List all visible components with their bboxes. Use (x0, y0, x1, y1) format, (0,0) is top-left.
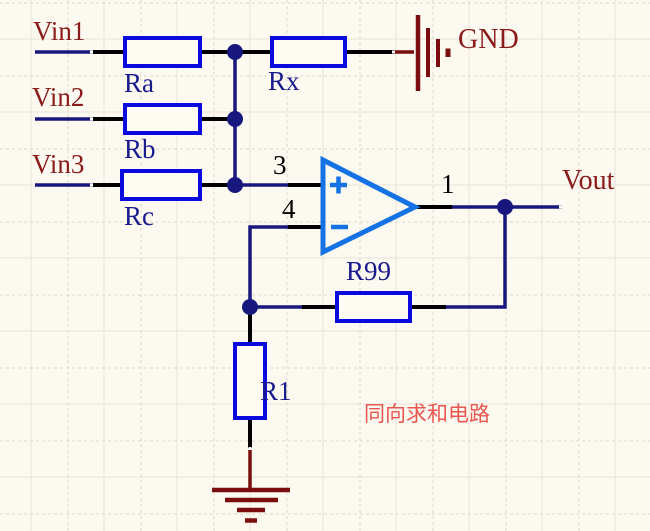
junction-dot (227, 44, 243, 60)
designator-r99[interactable]: R99 (346, 256, 392, 286)
gnd-power-port[interactable] (395, 15, 451, 91)
net-label-vin1[interactable]: Vin1 (33, 16, 86, 46)
net-label-vin2[interactable]: Vin2 (32, 82, 85, 112)
designator-ra[interactable]: Ra (124, 68, 154, 98)
designator-rb[interactable]: Rb (124, 134, 156, 164)
opamp-triangle[interactable] (320, 155, 421, 257)
resistor-ra-body[interactable] (123, 36, 202, 68)
pin-end-marker (90, 50, 93, 54)
pin-end-marker (90, 183, 93, 187)
pin-end-marker (90, 117, 93, 121)
net-label-vin3[interactable]: Vin3 (32, 149, 85, 179)
circuit-annotation[interactable]: 同向求和电路 (364, 403, 490, 426)
pin-number-3: 3 (273, 150, 287, 180)
plus-icon (330, 176, 347, 194)
pin-number-4: 4 (282, 194, 296, 224)
pin-end-marker (248, 447, 252, 450)
net-label-gnd[interactable]: GND (458, 24, 519, 55)
ground-symbol[interactable] (212, 450, 290, 523)
resistor-r1-body[interactable] (233, 342, 267, 420)
resistor-rc-body[interactable] (120, 169, 202, 201)
junction-dot (227, 111, 243, 127)
pin-number-1: 1 (441, 169, 455, 199)
wire-to-inverting-input[interactable] (248, 225, 288, 307)
resistor-rb-body[interactable] (123, 103, 202, 135)
net-label-vout[interactable]: Vout (562, 165, 615, 196)
opamp-symbol[interactable] (320, 155, 421, 257)
junction-dot (497, 199, 513, 215)
resistor-r99-body[interactable] (335, 291, 412, 323)
junction-dot (227, 177, 243, 193)
resistor-rx-body[interactable] (270, 36, 347, 68)
designator-rx[interactable]: Rx (268, 66, 300, 96)
designator-r1[interactable]: R1 (260, 376, 292, 406)
wire-feedback-right[interactable] (446, 207, 507, 309)
pin-end-marker (392, 50, 395, 54)
designator-rc[interactable]: Rc (124, 201, 154, 231)
junction-dot (242, 299, 258, 315)
pin-end-marker (559, 205, 562, 209)
